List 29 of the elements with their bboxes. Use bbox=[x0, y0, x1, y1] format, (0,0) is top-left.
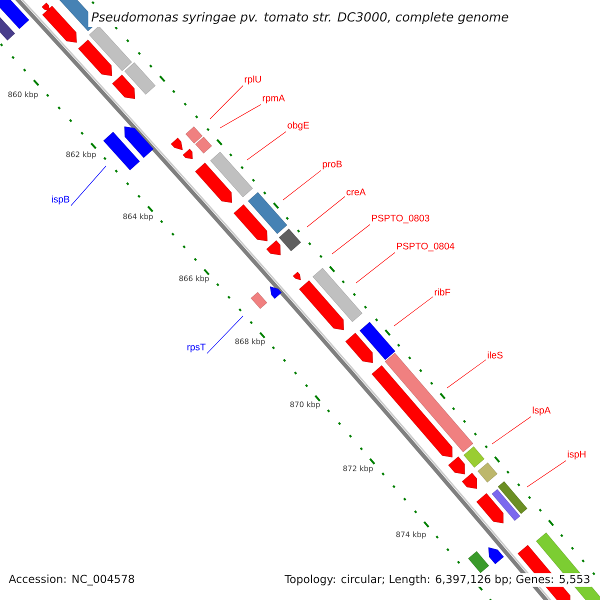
leader-line bbox=[206, 316, 244, 354]
gene-label: lspA bbox=[532, 406, 551, 416]
gene-label: rpmA bbox=[262, 94, 285, 104]
leader-line bbox=[394, 296, 434, 326]
leader-line bbox=[332, 224, 370, 254]
gene-label: proB bbox=[322, 160, 342, 170]
leader-line bbox=[70, 166, 106, 206]
leader-line bbox=[446, 359, 486, 388]
leader-line bbox=[306, 196, 346, 228]
leader-line bbox=[210, 85, 244, 120]
leader-line bbox=[246, 131, 286, 160]
gene-label: ileS bbox=[488, 352, 503, 358]
leader-line bbox=[220, 104, 262, 128]
gene-label: PSPTO_0803 bbox=[372, 214, 430, 224]
gene-label: rplU bbox=[244, 76, 261, 84]
gene-label: ribF bbox=[434, 288, 450, 296]
leader-line bbox=[492, 416, 532, 444]
gene-label: creA bbox=[346, 188, 366, 196]
gene-label: ispB bbox=[52, 196, 70, 204]
gene-label: obgE bbox=[288, 122, 309, 130]
footer-text: Accession: NC_004578 bbox=[7, 573, 136, 587]
leader-line bbox=[356, 252, 396, 284]
gene-label: rpsT bbox=[187, 344, 206, 352]
footer-text: Topology: circular; Length: 6,397,126 bp; Genes: 5,553 bbox=[283, 573, 592, 587]
leader-line bbox=[282, 170, 322, 200]
gene-label: ispH bbox=[568, 450, 586, 460]
gene-label: PSPTO_0804 bbox=[397, 242, 454, 252]
leader-line bbox=[526, 460, 566, 488]
title: Pseudomonas syringae pv. tomato str. DC3000, complete genome bbox=[88, 8, 512, 28]
